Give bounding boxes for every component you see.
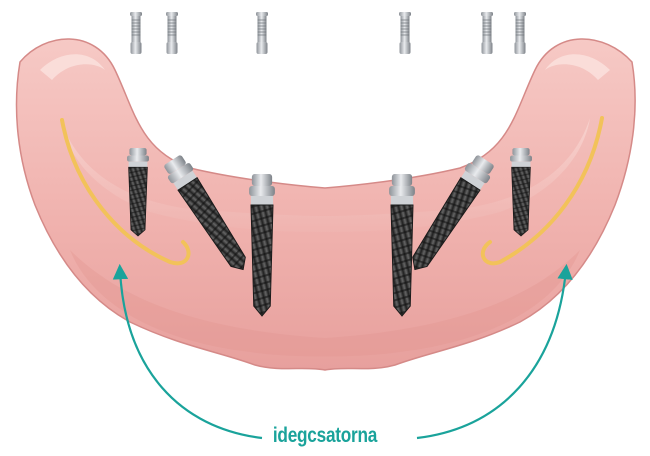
prosthetic-screws <box>130 12 526 54</box>
gum-arch <box>16 39 635 370</box>
nerve-canal-label: idegcsatorna <box>59 424 592 448</box>
